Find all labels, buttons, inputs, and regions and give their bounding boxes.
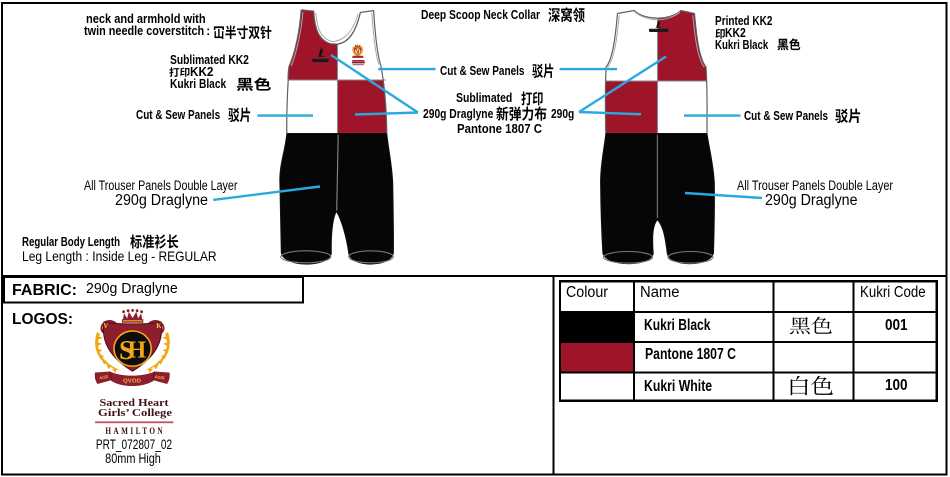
- svg-text:H: H: [128, 338, 147, 364]
- svg-text:AGIS: AGIS: [154, 374, 165, 381]
- svg-text:AGE: AGE: [99, 374, 109, 380]
- svg-text:V: V: [103, 323, 108, 330]
- svg-text:K: K: [156, 323, 162, 330]
- svg-text:S: S: [119, 335, 134, 365]
- svg-text:QVOD: QVOD: [123, 378, 141, 384]
